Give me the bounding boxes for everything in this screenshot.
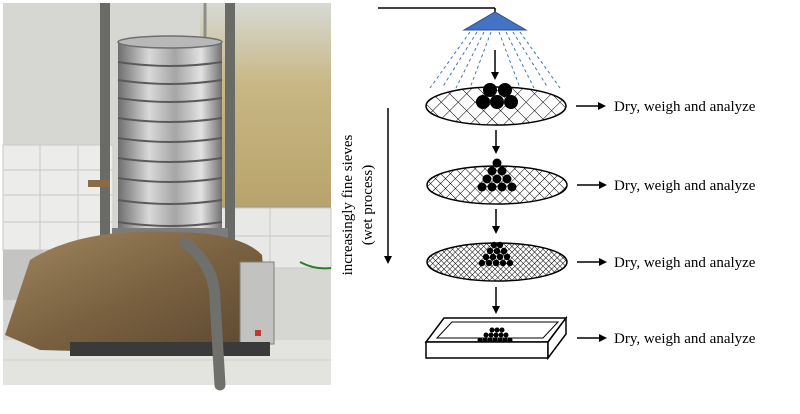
particles-small — [478, 241, 514, 267]
stage-4: Dry, weigh and analyze — [424, 287, 756, 361]
photo-rod-right — [225, 3, 235, 243]
spray-line — [519, 31, 561, 89]
sieve-shaker-photo — [2, 3, 332, 391]
spray-line — [469, 31, 492, 89]
stage-1-label: Dry, weigh and analyze — [614, 99, 756, 115]
spray-nozzle-icon — [462, 11, 528, 31]
particles-large — [476, 83, 518, 109]
stage-3-label: Dry, weigh and analyze — [614, 255, 756, 271]
water-spray — [429, 31, 561, 89]
spray-line — [441, 31, 478, 89]
photo-hose — [179, 237, 226, 391]
particles-medium — [477, 158, 517, 192]
stage-1: Dry, weigh and analyze — [425, 50, 756, 126]
spray-line — [455, 31, 485, 89]
side-label-line1: increasingly fine sieves — [340, 134, 356, 275]
photo-sieve-stack — [112, 35, 228, 242]
spray-line — [429, 31, 471, 89]
stage-2-label: Dry, weigh and analyze — [614, 178, 756, 194]
wet-sieving-diagram: increasingly fine sieves (wet process) D… — [340, 7, 756, 361]
particles-fines — [477, 327, 513, 343]
photo-rod-left — [100, 3, 110, 243]
spray-line — [512, 31, 549, 89]
stage-2: Dry, weigh and analyze — [426, 130, 756, 205]
spray-line — [498, 31, 521, 89]
photo-tiles — [2, 144, 332, 269]
stage-4-label: Dry, weigh and analyze — [614, 331, 756, 347]
sieve-medium — [426, 165, 568, 205]
stage-3: Dry, weigh and analyze — [426, 209, 756, 282]
spray-line — [505, 31, 535, 89]
photo-foot — [70, 342, 270, 356]
side-label-line2: (wet process) — [360, 165, 376, 245]
